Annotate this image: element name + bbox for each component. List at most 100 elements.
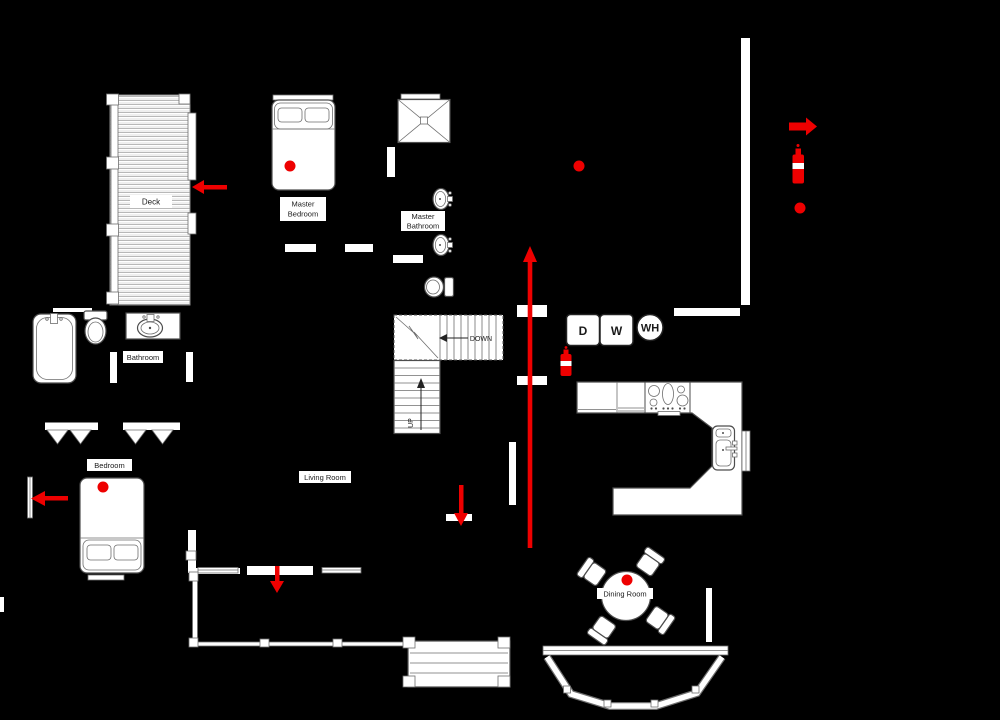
wall-segment [53, 308, 92, 312]
toilet [423, 276, 455, 298]
stair-break-line [395, 316, 439, 359]
dining-chair [633, 545, 667, 579]
door-jamb [110, 352, 117, 383]
porch-rail [192, 573, 198, 641]
bifold-door [151, 429, 174, 445]
up-arrow-head [417, 378, 425, 388]
window [272, 94, 334, 101]
door-opening [345, 244, 373, 252]
deck-railing [110, 94, 119, 306]
front-porch [185, 550, 511, 688]
bedroom-label-bg [87, 459, 132, 471]
wall-segment [706, 588, 712, 642]
escape-route-arrow-icon [789, 117, 817, 136]
escape-route-arrows [31, 180, 537, 593]
master-bedroom-label-2: Bedroom [288, 210, 318, 219]
escape-route-arrow-icon [270, 566, 284, 593]
front-door-opening [247, 566, 313, 575]
shower [397, 98, 451, 144]
living-room-label: Living Room [304, 473, 346, 482]
smoke-alarm-dot-icon [621, 574, 633, 586]
escape-route-arrow-icon [31, 491, 68, 506]
master-bedroom-label-bg [280, 197, 326, 221]
toilet [83, 310, 108, 345]
porch-rail [196, 641, 410, 647]
living-room: Living Room [299, 471, 472, 521]
washer [599, 313, 634, 347]
closet-header [45, 422, 98, 430]
dining-chair [585, 613, 619, 647]
wall-segment [741, 38, 750, 305]
bifold-door [69, 429, 92, 445]
deck-label: Deck [142, 198, 161, 207]
vanity-sink [125, 312, 181, 340]
window [400, 93, 441, 100]
master-bathroom: Master Bathroom [387, 93, 455, 298]
escape-route-arrow-icon [454, 485, 468, 526]
bay-window [542, 645, 729, 710]
master-bathroom-label-1: Master [412, 212, 435, 221]
smoke-alarm-dot-icon [97, 481, 109, 493]
wall-fragment [0, 597, 4, 612]
dining-chair [575, 555, 609, 589]
laundry-appliances: D W WH [565, 313, 664, 347]
stairs-up-flight [393, 359, 441, 435]
water-heater [636, 313, 664, 342]
bedroom-label: Bedroom [94, 461, 124, 470]
closets [45, 422, 180, 445]
bedroom: Bedroom [27, 459, 145, 581]
master-bathroom-label-bg [401, 211, 445, 231]
living-room-label-bg [299, 471, 351, 483]
staircase: DOWN UP [393, 314, 504, 435]
bifold-door [124, 429, 147, 445]
master-bedroom: Master Bedroom [271, 94, 373, 252]
escape-route-arrow-icon [523, 246, 537, 548]
escape-route-arrow-icon [192, 180, 227, 194]
stove [644, 381, 691, 416]
dining-room-label: Dining Room [603, 590, 646, 599]
deck-sliding-door [187, 112, 197, 181]
smoke-alarm-dot-icon [573, 160, 585, 172]
stove-knobs [650, 407, 686, 410]
dining-chair [643, 603, 677, 637]
kitchen [576, 381, 751, 516]
bathtub [32, 313, 77, 384]
stairs-up-label: UP [408, 418, 415, 428]
smoke-alarm-dot-icon [794, 202, 806, 214]
bathroom-label: Bathroom [127, 353, 160, 362]
master-bathroom-label-2: Bathroom [407, 222, 440, 231]
washer-label: W [611, 324, 623, 338]
pedestal-sink [432, 233, 454, 257]
window [197, 567, 239, 574]
bed [79, 477, 145, 581]
bathroom: Bathroom [32, 308, 193, 384]
down-arrow-head [439, 334, 447, 342]
stairs-down-label: DOWN [470, 336, 492, 343]
smoke-alarm-dot-icon [284, 160, 296, 172]
stair-treads-up [394, 367, 440, 429]
dryer-label: D [579, 324, 588, 338]
legend [789, 117, 817, 214]
wall-opening [387, 147, 395, 177]
fire-extinguisher-icon [792, 144, 804, 184]
pedestal-sink [432, 187, 454, 211]
deck-label-bg [130, 195, 172, 208]
wall-segment [509, 442, 516, 505]
door-jamb [186, 352, 193, 382]
bathroom-label-bg [123, 351, 163, 363]
master-bed [271, 99, 336, 191]
dining-room: Dining Room [542, 545, 729, 710]
wall-post [185, 550, 197, 561]
door-opening [393, 255, 423, 263]
bifold-door [46, 429, 69, 445]
kitchen-sink [711, 425, 738, 471]
dining-room-label-bg [597, 588, 653, 599]
window [321, 567, 362, 574]
door-opening [285, 244, 316, 252]
master-bedroom-label-1: Master [292, 200, 315, 209]
wall-segment [674, 308, 740, 316]
porch-steps [402, 636, 511, 688]
deck: Deck [106, 93, 197, 306]
